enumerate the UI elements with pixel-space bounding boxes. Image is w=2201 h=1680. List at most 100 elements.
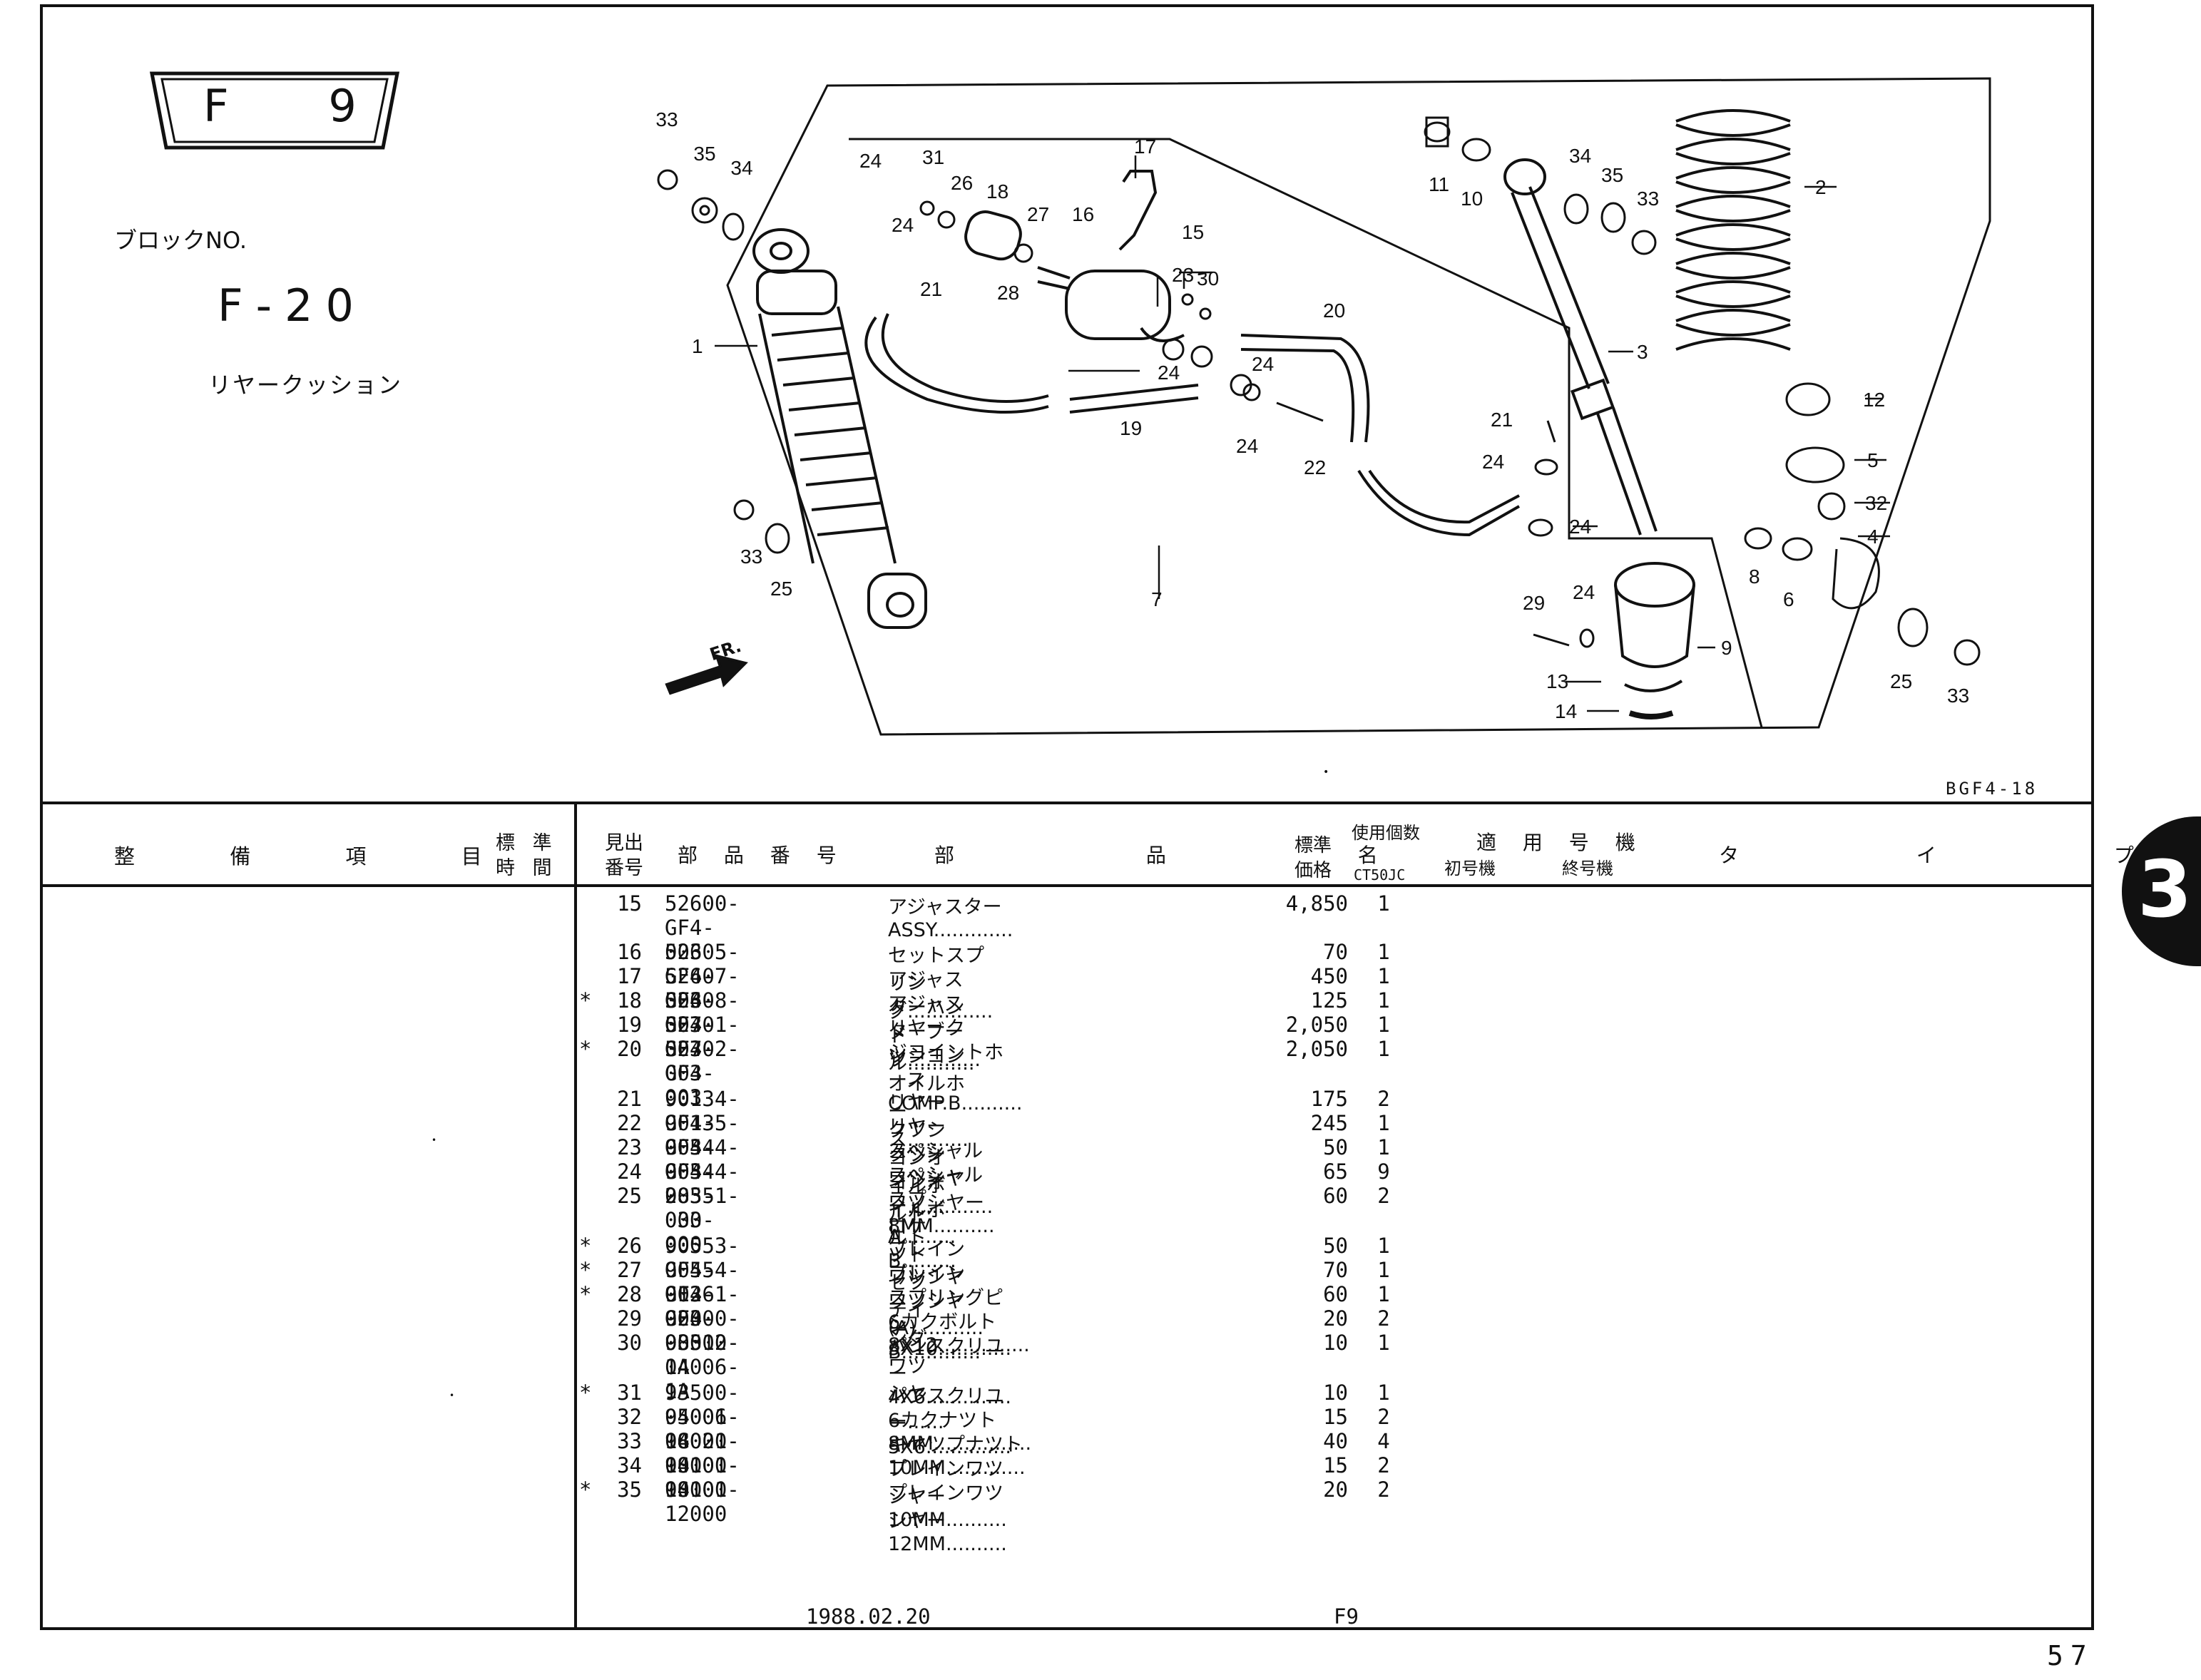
header-std-time-1: 標 準 — [496, 832, 558, 854]
svg-text:33: 33 — [740, 546, 762, 568]
part-number: 52702-GF4-003 — [665, 1037, 740, 1110]
svg-text:17: 17 — [1134, 135, 1156, 158]
ref-no: 26 — [617, 1234, 642, 1258]
price: 4,850 — [1285, 891, 1348, 916]
svg-text:23: 23 — [1172, 264, 1194, 286]
svg-text:27: 27 — [1027, 203, 1049, 225]
ref-no: 30 — [617, 1331, 642, 1355]
ref-no: 27 — [617, 1258, 642, 1282]
part-number: 94021-10000-0S — [665, 1429, 740, 1502]
star-marker: * — [579, 1282, 592, 1306]
svg-text:24: 24 — [1158, 362, 1180, 384]
quantity: 9 — [1377, 1159, 1390, 1184]
svg-text:15: 15 — [1182, 221, 1204, 243]
svg-text:24: 24 — [1573, 581, 1595, 603]
header-price-1: 標準 — [1294, 835, 1332, 856]
header-first-no: 初号機 — [1444, 859, 1496, 879]
page-frame — [40, 4, 2094, 1630]
ref-no: 20 — [617, 1037, 642, 1061]
quantity: 1 — [1377, 1381, 1390, 1405]
header-price-2: 価格 — [1294, 860, 1332, 881]
scan-dot: • — [431, 1135, 437, 1145]
svg-text:21: 21 — [920, 278, 942, 300]
part-number: 52701-GF4-003 — [665, 1013, 740, 1085]
ref-no: 16 — [617, 940, 642, 964]
svg-text:13: 13 — [1546, 670, 1568, 692]
price: 10 — [1323, 1381, 1348, 1405]
part-number: 52608-GF4-003 — [665, 988, 740, 1061]
svg-text:5: 5 — [1867, 449, 1879, 471]
quantity: 2 — [1377, 1477, 1390, 1502]
part-number: 91261-GF4-003 — [665, 1282, 740, 1355]
svg-text:11: 11 — [1429, 173, 1449, 195]
svg-text:1: 1 — [692, 335, 703, 357]
header-qty: 使用個数 — [1352, 823, 1420, 843]
footer-date: 1988.02.20 — [806, 1604, 931, 1629]
part-name: リヤークツシヨンオイルボルトA......... — [888, 1092, 956, 1248]
part-number: 90544-283-000 — [665, 1159, 740, 1232]
star-marker: * — [579, 1381, 592, 1405]
part-name: ジヨイントホースCOMP.B.......... — [888, 1042, 1023, 1115]
ref-no: 18 — [617, 988, 642, 1013]
quantity: 1 — [1377, 891, 1390, 916]
ref-no: 28 — [617, 1282, 642, 1306]
ref-no: 31 — [617, 1381, 642, 1405]
quantity: 1 — [1377, 940, 1390, 964]
block-name: リヤークッション — [208, 372, 403, 399]
left-shock-absorber — [752, 228, 927, 629]
svg-text:19: 19 — [1120, 417, 1142, 439]
svg-text:35: 35 — [693, 143, 715, 165]
header-divider — [40, 884, 2094, 887]
star-marker: * — [579, 1258, 592, 1282]
svg-text:18: 18 — [986, 180, 1008, 203]
svg-text:6: 6 — [1783, 588, 1794, 610]
svg-text:24: 24 — [1252, 353, 1274, 375]
quantity: 1 — [1377, 1331, 1390, 1355]
part-name: アジャスターブーツ............ — [888, 993, 981, 1071]
ref-no: 25 — [617, 1184, 642, 1208]
part-name: スペシャルワツシヤー 8MM.......... — [888, 1164, 995, 1237]
ref-no: 24 — [617, 1159, 642, 1184]
quantity: 1 — [1377, 1282, 1390, 1306]
part-name: パンスクリユー 5X6.............. — [888, 1386, 1012, 1458]
part-number: 93500-04006-1A — [665, 1331, 740, 1403]
quantity: 1 — [1377, 988, 1390, 1013]
quantity: 2 — [1377, 1184, 1390, 1208]
part-number: 90134-GF4-003 — [665, 1087, 740, 1159]
svg-text:34: 34 — [730, 157, 752, 179]
price: 245 — [1310, 1111, 1348, 1135]
ref-no: 23 — [617, 1135, 642, 1159]
price: 175 — [1310, 1087, 1348, 1111]
header-part-no: 部 品 番 号 — [678, 844, 847, 867]
part-name: スペシャルワツシヤー.............. — [888, 1140, 994, 1218]
svg-text:9: 9 — [1721, 637, 1732, 659]
price: 125 — [1310, 988, 1348, 1013]
svg-text:33: 33 — [655, 108, 678, 130]
svg-text:25: 25 — [770, 578, 792, 600]
part-number: 90551-033-000 — [665, 1184, 740, 1256]
exploded-parts-diagram: 33 35 34 1 24 24 31 26 18 27 16 21 28 17… — [655, 77, 1991, 736]
price: 70 — [1323, 940, 1348, 964]
svg-text:3: 3 — [1637, 341, 1648, 363]
svg-text:25: 25 — [1890, 670, 1912, 692]
section-tab: 3 — [2122, 816, 2201, 966]
block-badge — [149, 71, 400, 150]
diagram-table-divider — [40, 801, 2094, 804]
svg-text:21: 21 — [1491, 409, 1513, 431]
quantity: 2 — [1377, 1405, 1390, 1429]
reservoir — [1614, 562, 1695, 719]
svg-text:12: 12 — [1863, 389, 1885, 411]
svg-text:16: 16 — [1072, 203, 1094, 225]
part-name: プレインワツシヤー 10MM.......... — [888, 1458, 1007, 1531]
part-name: キヤツプナツト 10MM............. — [888, 1434, 1026, 1479]
header-part-name: 部 品 名 — [934, 844, 1471, 867]
svg-text:33: 33 — [1637, 188, 1659, 210]
price: 50 — [1323, 1135, 1348, 1159]
part-number: 90135-GF4-003 — [665, 1111, 740, 1184]
part-name: リヤークツシヨンオイルホース.......... — [888, 1018, 969, 1151]
price: 65 — [1323, 1159, 1348, 1184]
right-spring — [1675, 109, 1791, 351]
quantity: 1 — [1377, 1135, 1390, 1159]
price: 15 — [1323, 1405, 1348, 1429]
header-std-time-2: 時 間 — [496, 857, 558, 879]
